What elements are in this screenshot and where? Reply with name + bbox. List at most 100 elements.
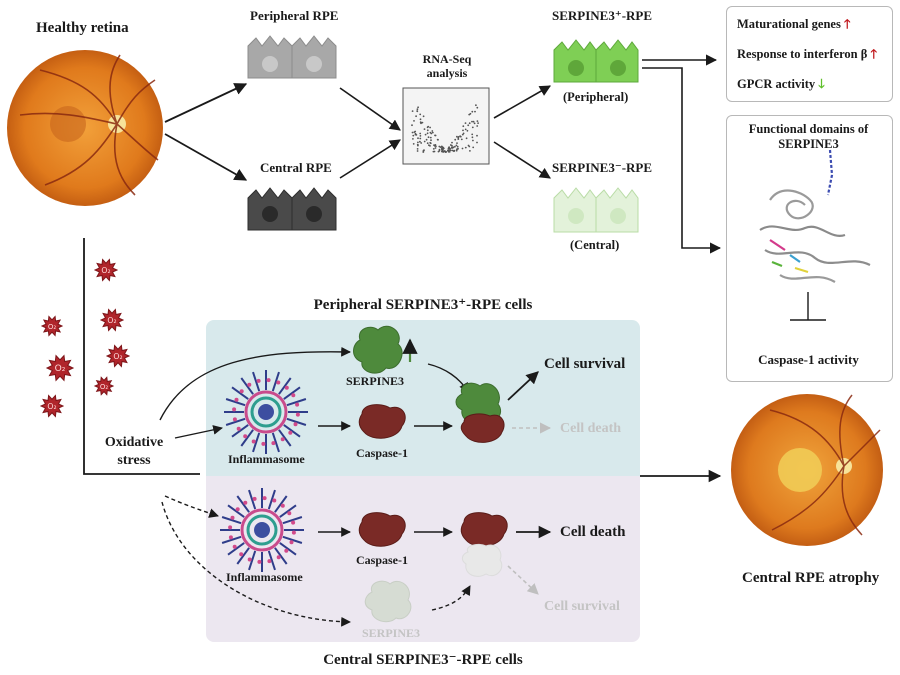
volcano-point <box>476 106 479 109</box>
volcano-point <box>440 146 443 148</box>
serpine3-positive-cells <box>553 39 639 83</box>
volcano-point <box>426 142 429 145</box>
volcano-point <box>415 115 417 118</box>
peripheral-rpe-cells <box>247 35 337 79</box>
volcano-point <box>430 139 432 142</box>
cell-survival-bottom-label: Cell survival <box>544 599 620 614</box>
volcano-point <box>465 137 468 140</box>
volcano-point <box>434 134 437 137</box>
central-rpe-atrophy-label: Central RPE atrophy <box>742 570 880 586</box>
volcano-point <box>457 137 460 139</box>
volcano-point <box>456 142 458 145</box>
gpcr-label: GPCR activity <box>737 77 816 91</box>
volcano-point <box>429 131 432 134</box>
ros-star-icon <box>93 376 115 396</box>
volcano-point <box>462 129 464 132</box>
volcano-point <box>416 110 419 112</box>
volcano-point <box>457 147 459 150</box>
volcano-point <box>442 151 445 153</box>
volcano-point <box>471 136 474 139</box>
down-arrow-icon: 🡓 <box>818 77 825 91</box>
central-rpe-label: Central RPE <box>260 160 332 175</box>
serpine3-positive-label: SERPINE3⁺-RPE <box>552 8 653 23</box>
volcano-point <box>423 140 426 143</box>
volcano-point <box>414 133 417 136</box>
volcano-point <box>425 138 428 141</box>
volcano-point <box>419 113 422 116</box>
volcano-point <box>469 150 471 152</box>
gene-category-box: Maturational genes 🡑 Response to interfe… <box>726 6 893 102</box>
peripheral-paren-label: (Peripheral) <box>563 90 629 104</box>
volcano-point <box>417 141 419 144</box>
volcano-point <box>416 108 419 111</box>
volcano-point <box>419 140 421 143</box>
functional-domains-title: Functional domains of SERPINE3 <box>748 122 869 151</box>
volcano-point <box>419 135 422 137</box>
volcano-point <box>454 145 456 148</box>
volcano-point <box>466 129 469 132</box>
volcano-point <box>464 146 467 149</box>
volcano-point <box>412 143 415 145</box>
volcano-point <box>475 104 477 107</box>
interferon-label: Response to interferon β <box>737 47 868 61</box>
inflammasome-top <box>224 370 308 454</box>
volcano-point <box>467 124 470 127</box>
caspase-activity-label: Caspase-1 activity <box>758 352 859 367</box>
volcano-point <box>451 141 453 144</box>
cell-survival-top-label: Cell survival <box>544 356 626 372</box>
inflammasome-bottom-label: Inflammasome <box>226 570 303 584</box>
volcano-point <box>477 122 479 124</box>
volcano-point <box>449 149 452 152</box>
healthy-retina-label: Healthy retina <box>36 20 129 36</box>
volcano-point <box>429 142 432 145</box>
volcano-point <box>468 122 471 125</box>
serpine3-negative-label: SERPINE3⁻-RPE <box>552 160 653 175</box>
volcano-point <box>433 145 436 147</box>
volcano-point <box>468 113 471 116</box>
volcano-point <box>474 110 476 113</box>
volcano-point <box>452 146 455 149</box>
volcano-point <box>448 146 450 149</box>
ros-star-icon <box>99 308 125 332</box>
volcano-point <box>413 131 416 134</box>
faded-serpine3-shape <box>364 580 412 623</box>
volcano-point <box>459 135 462 138</box>
volcano-point <box>448 147 451 150</box>
volcano-point <box>424 133 427 136</box>
volcano-point <box>456 135 458 138</box>
up-arrow-icon: 🡑 <box>843 17 851 31</box>
ros-label: O₂ <box>47 402 56 411</box>
volcano-point <box>434 147 437 149</box>
serpine3-top-label: SERPINE3 <box>346 374 405 388</box>
inflammasome-bottom <box>220 488 304 572</box>
volcano-point <box>422 149 425 152</box>
volcano-point <box>432 148 435 150</box>
volcano-point <box>464 128 467 131</box>
volcano-point <box>426 132 429 135</box>
volcano-point <box>456 145 459 148</box>
volcano-point <box>426 126 429 129</box>
ros-label: O₂ <box>113 352 122 361</box>
volcano-point <box>412 138 414 140</box>
serpine3-negative-cells <box>553 187 639 233</box>
maturational-genes-row: Maturational genes 🡑 <box>737 15 850 36</box>
cell-death-top-label: Cell death <box>560 421 622 436</box>
volcano-point <box>429 126 431 129</box>
caspase-bottom-shape-2 <box>460 512 508 547</box>
caspase-bottom-shape <box>358 512 406 547</box>
volcano-point <box>471 110 474 113</box>
volcano-point <box>473 122 476 125</box>
central-panel-title: Central SERPINE3⁻-RPE cells <box>323 652 523 668</box>
gpcr-row: GPCR activity 🡓 <box>737 75 825 96</box>
inflammasome-top-label: Inflammasome <box>228 452 305 466</box>
central-rpe-cells <box>247 187 337 231</box>
up-arrow-icon: 🡑 <box>870 47 877 61</box>
volcano-point <box>436 138 439 141</box>
volcano-point <box>447 150 450 153</box>
ros-label: O₂ <box>48 323 57 331</box>
volcano-point <box>455 144 458 147</box>
volcano-point <box>472 120 475 123</box>
volcano-point <box>471 120 473 123</box>
rnaseq-volcano-plot <box>402 87 490 165</box>
